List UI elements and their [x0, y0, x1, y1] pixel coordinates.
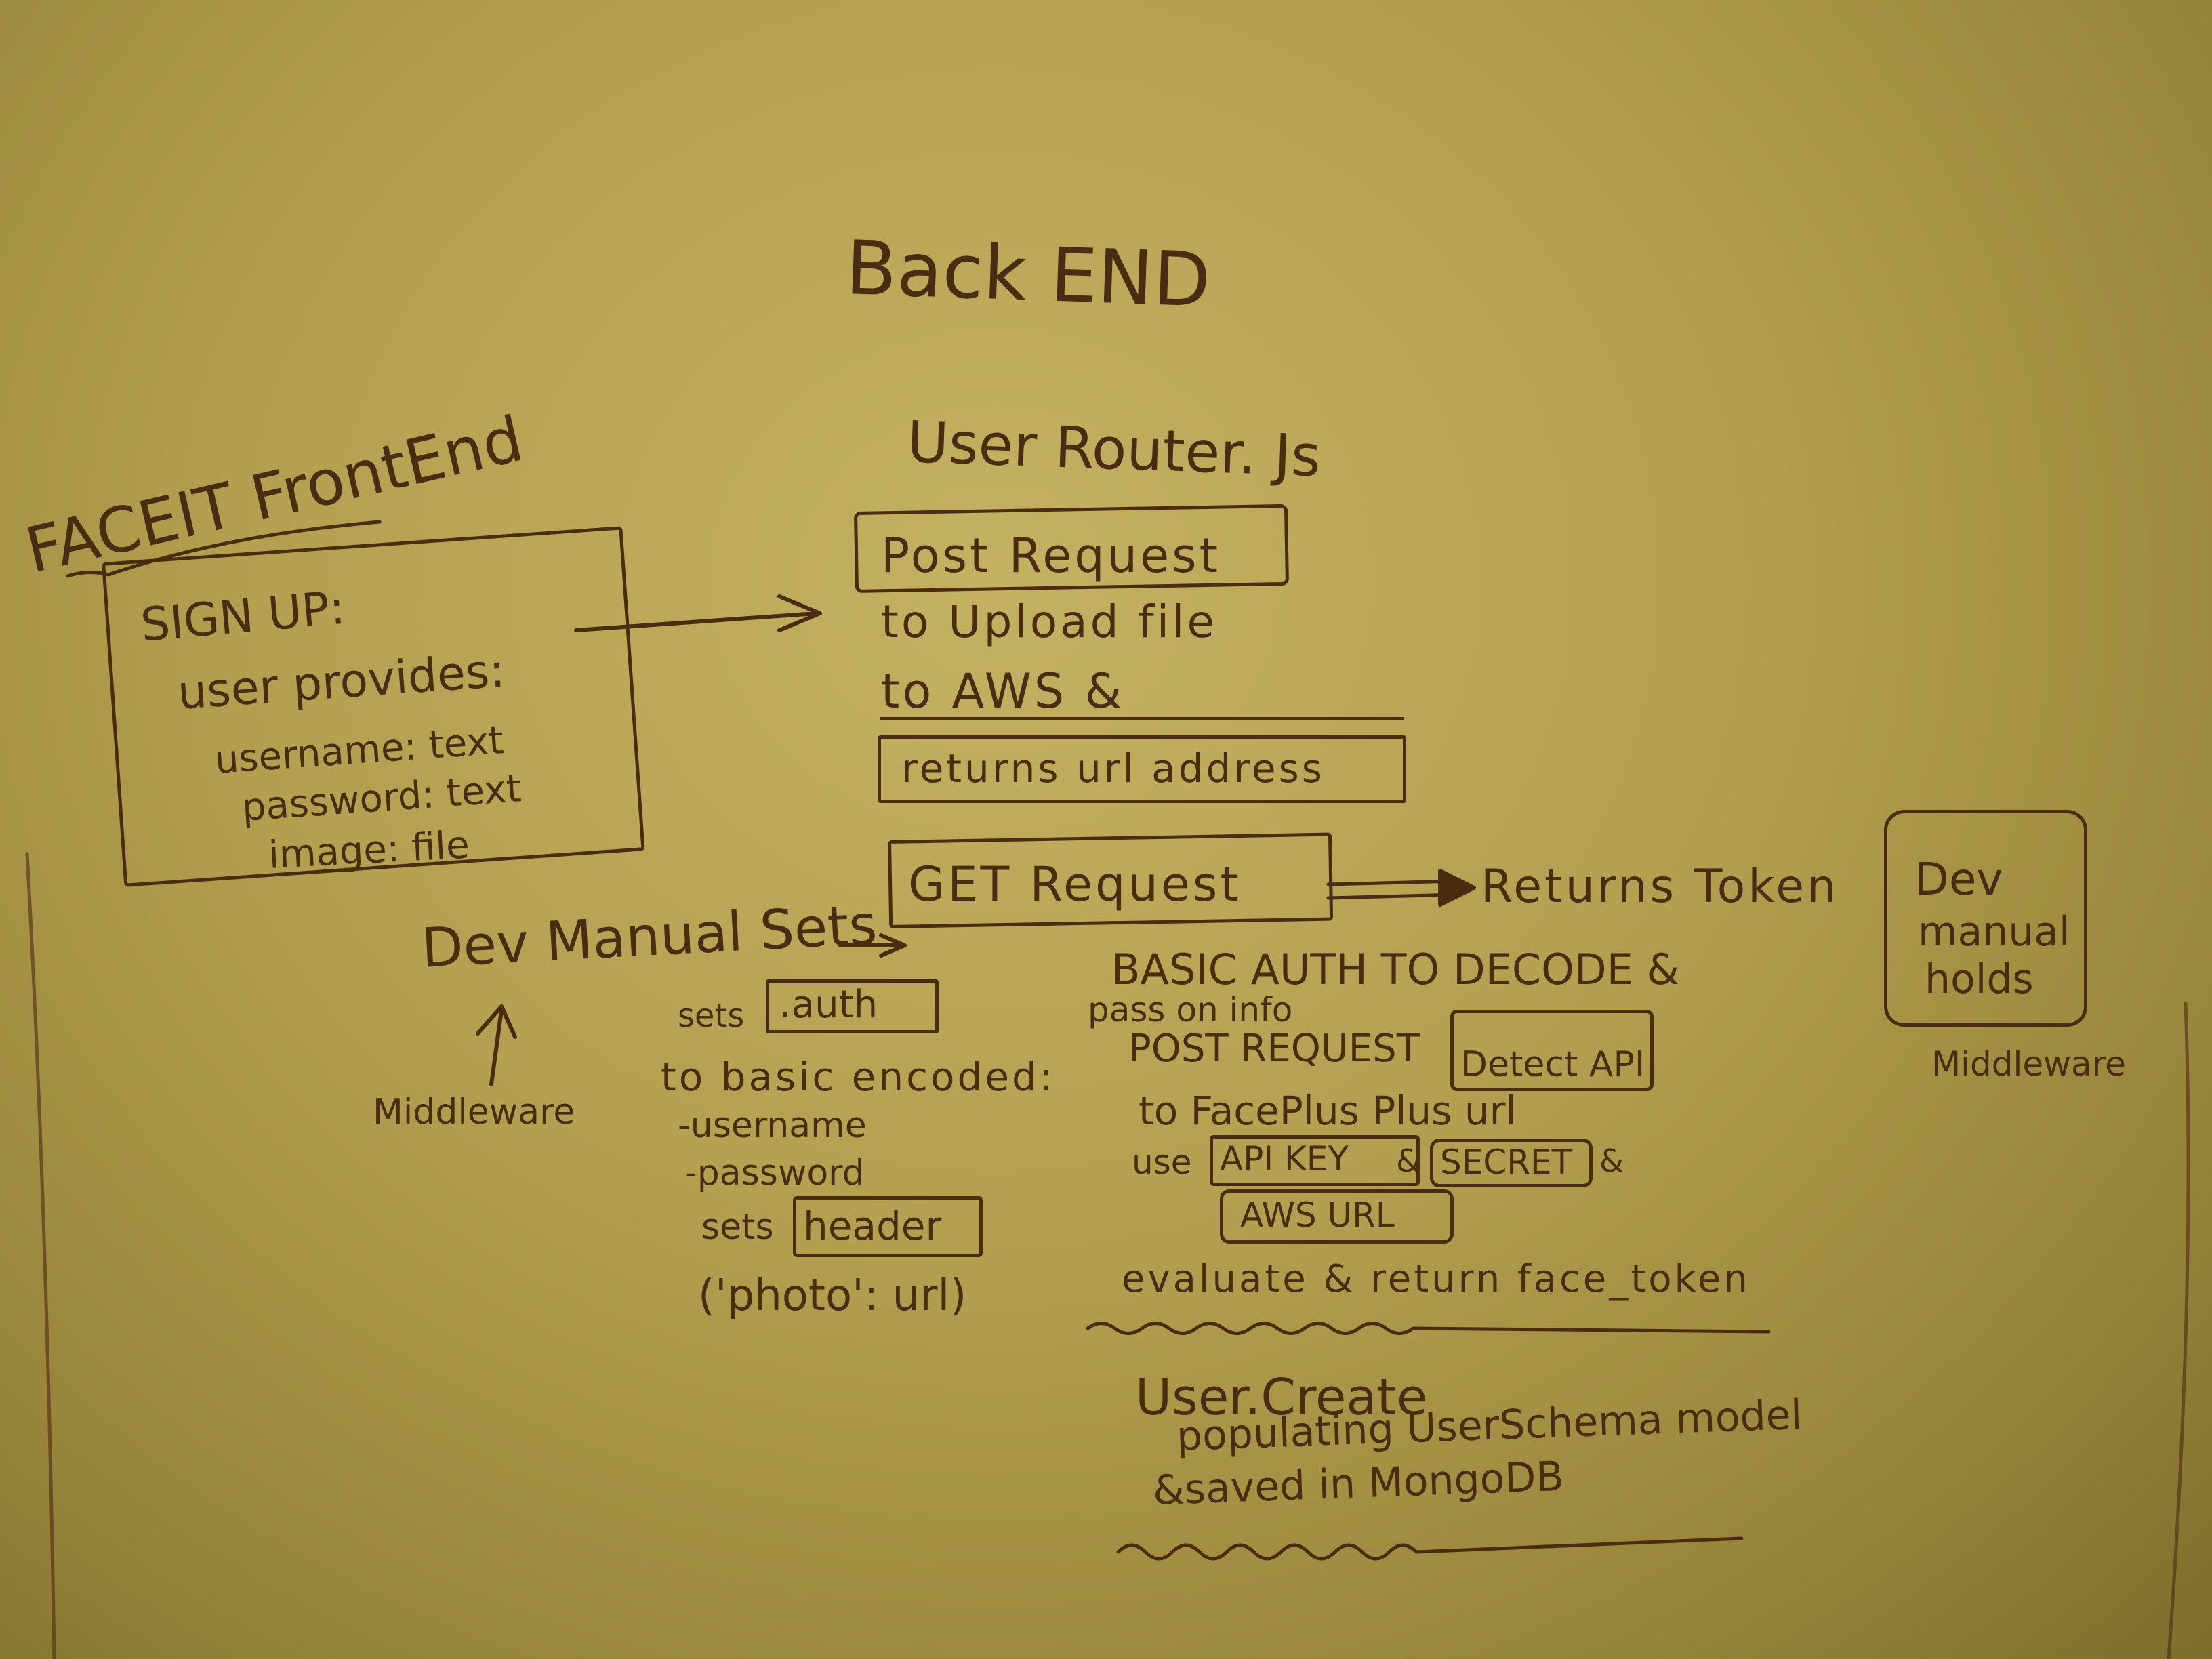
sets-header-prefix: sets [701, 1207, 774, 1248]
auth-label: .auth [779, 983, 878, 1027]
api-key-label: API KEY [1220, 1139, 1349, 1179]
header-box [793, 1196, 983, 1257]
upload-line-2: to AWS & [881, 663, 1125, 719]
header-label: header [803, 1203, 942, 1249]
pass-on-info: pass on info [1088, 990, 1293, 1029]
token-arrow-head [1438, 869, 1476, 907]
router-filename: User Router. Js [905, 409, 1322, 490]
to-basic-encoded: to basic encoded: [661, 1054, 1056, 1100]
api-key-ampersand: & [1396, 1143, 1420, 1179]
middleware-label: Middleware [373, 1092, 575, 1132]
aws-url-label: AWS URL [1240, 1195, 1395, 1235]
middleware-arrow-shaft [489, 1008, 504, 1086]
sets-auth-prefix: sets [678, 997, 745, 1035]
frontend-underline [66, 520, 382, 578]
encoded-username: -username [678, 1105, 867, 1146]
upload-line-1: to Upload file [881, 596, 1217, 648]
evaluate-return-token: evaluate & return face_token [1122, 1257, 1750, 1301]
aws-url-box [1220, 1189, 1454, 1244]
post-request-label: Post Request [881, 528, 1221, 583]
token-arrow-shaft-1 [1326, 879, 1459, 886]
dev-manual-holds-line-2: manual [1918, 908, 2070, 956]
secret-box [1430, 1139, 1593, 1187]
returns-url-label: returns url address [901, 745, 1326, 792]
dev-manual-holds-line-1: Dev [1914, 853, 2003, 905]
dev-manual-holds-box [1884, 810, 2087, 1027]
get-request-label: GET Request [908, 857, 1242, 912]
photo-url-label: ('photo': url) [698, 1271, 967, 1321]
encoded-password: -password [684, 1153, 865, 1193]
api-key-box [1210, 1135, 1420, 1186]
token-arrow-shaft-2 [1326, 893, 1459, 900]
signup-arrow-shaft [574, 611, 819, 632]
wavy-divider-1 [1086, 1322, 1771, 1335]
dev-manual-holds-caption: Middleware [1931, 1044, 2126, 1084]
diagram-title: Back END [844, 224, 1212, 324]
detect-api-box [1450, 1010, 1654, 1091]
signup-arrow-head [777, 594, 822, 632]
secret-ampersand: & [1599, 1143, 1624, 1179]
secret-label: SECRET [1440, 1143, 1573, 1182]
margin-line [25, 852, 56, 1659]
returns-token-label: Returns Token [1481, 860, 1839, 914]
bauth-post-request: POST REQUEST [1128, 1027, 1420, 1071]
user-create: User.Create [1135, 1368, 1428, 1427]
returns-url-box [878, 735, 1406, 803]
basic-auth-heading: BASIC AUTH TO DECODE & [1111, 945, 1679, 994]
to-faceplus-url: to FacePlus Plus url [1139, 1088, 1517, 1134]
margin-line-right [2167, 1001, 2190, 1659]
field-image: image: file [267, 823, 471, 878]
wavy-divider-2 [1116, 1536, 1744, 1561]
sets-arrow [838, 933, 907, 958]
middleware-arrow-head [476, 1004, 517, 1039]
auth-box [766, 979, 939, 1033]
use-label: use [1132, 1143, 1192, 1182]
detect-api-label: Detect API [1460, 1044, 1645, 1085]
dev-manual-holds-line-3: holds [1925, 956, 2034, 1003]
